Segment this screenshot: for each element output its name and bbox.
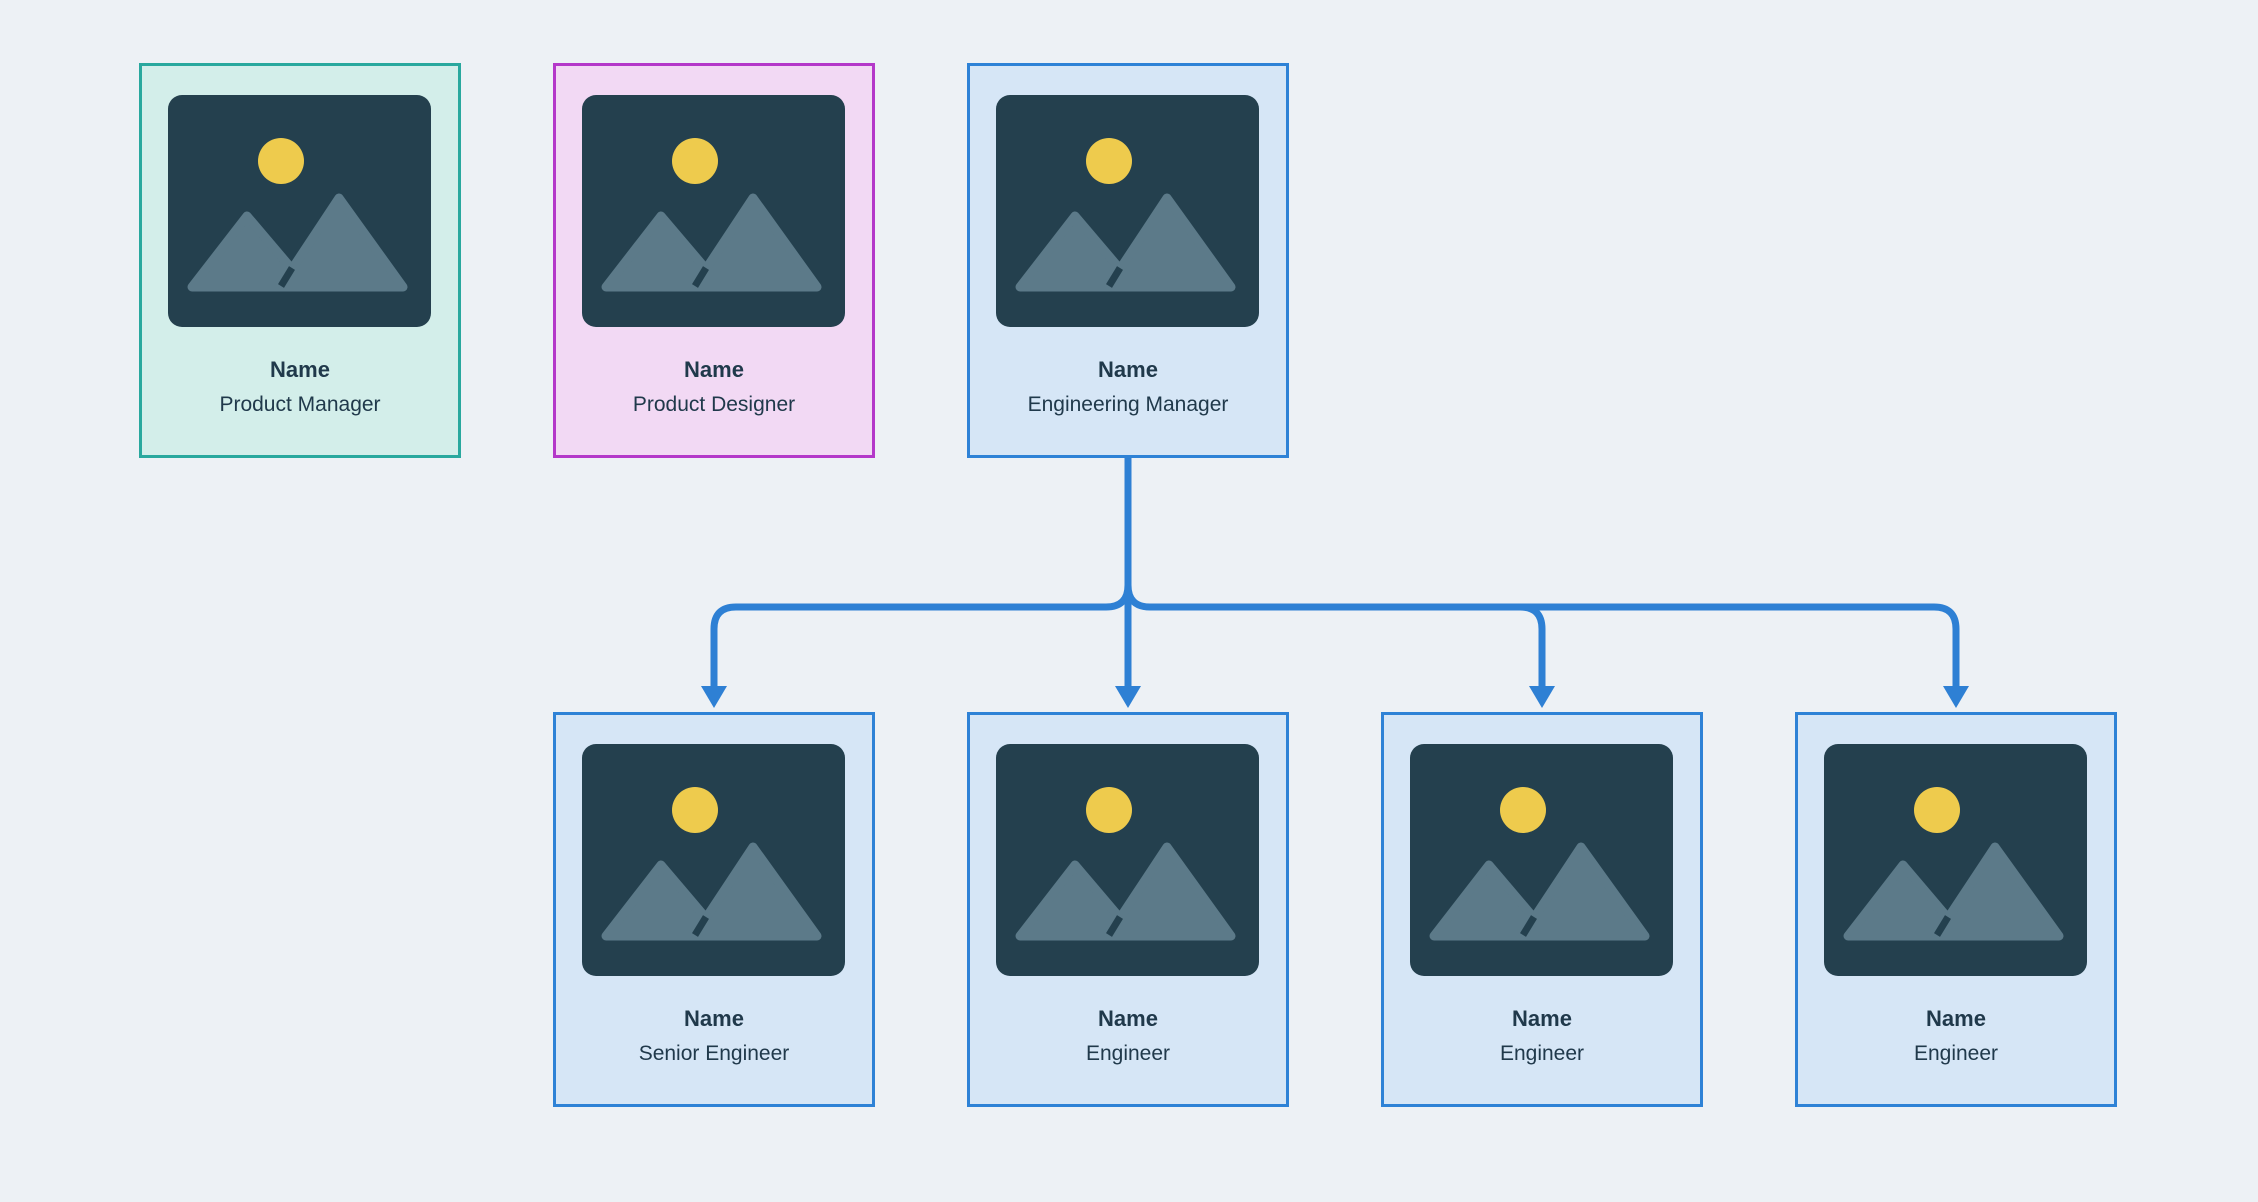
person-role: Engineer bbox=[1085, 1042, 1171, 1065]
image-placeholder-icon bbox=[996, 95, 1259, 327]
person-name: Name bbox=[684, 357, 744, 382]
image-placeholder-icon bbox=[582, 744, 845, 976]
org-card-product-designer[interactable]: Name Product Designer bbox=[553, 63, 875, 458]
arrowhead-down-icon bbox=[1115, 686, 1141, 708]
person-role: Product Manager bbox=[219, 393, 381, 416]
image-placeholder-icon bbox=[582, 95, 845, 327]
person-name: Name bbox=[1512, 1006, 1572, 1031]
person-role: Engineering Manager bbox=[1027, 393, 1229, 416]
arrowhead-down-icon bbox=[1529, 686, 1555, 708]
org-card-engineering-manager[interactable]: Name Engineering Manager bbox=[967, 63, 1289, 458]
person-name: Name bbox=[1098, 357, 1158, 382]
org-card-product-manager[interactable]: Name Product Manager bbox=[139, 63, 461, 458]
org-card-engineer-3[interactable]: Name Engineer bbox=[1795, 712, 2117, 1107]
org-card-engineer-1[interactable]: Name Engineer bbox=[967, 712, 1289, 1107]
image-placeholder-icon bbox=[168, 95, 431, 327]
image-placeholder-icon bbox=[996, 744, 1259, 976]
person-name: Name bbox=[1098, 1006, 1158, 1031]
image-placeholder-icon bbox=[1824, 744, 2087, 976]
connector-branch bbox=[1516, 603, 1546, 692]
person-role: Engineer bbox=[1913, 1042, 1999, 1065]
person-name: Name bbox=[684, 1006, 744, 1031]
arrowhead-down-icon bbox=[1943, 686, 1969, 708]
person-name: Name bbox=[270, 357, 330, 382]
org-card-engineer-2[interactable]: Name Engineer bbox=[1381, 712, 1703, 1107]
org-card-senior-engineer[interactable]: Name Senior Engineer bbox=[553, 712, 875, 1107]
person-role: Senior Engineer bbox=[638, 1042, 790, 1065]
person-role: Engineer bbox=[1499, 1042, 1585, 1065]
person-role: Product Designer bbox=[632, 393, 796, 416]
arrowhead-down-icon bbox=[701, 686, 727, 708]
connector-right-run bbox=[1124, 581, 1960, 692]
image-placeholder-icon bbox=[1410, 744, 1673, 976]
connector-left-run bbox=[710, 581, 1132, 692]
person-name: Name bbox=[1926, 1006, 1986, 1031]
